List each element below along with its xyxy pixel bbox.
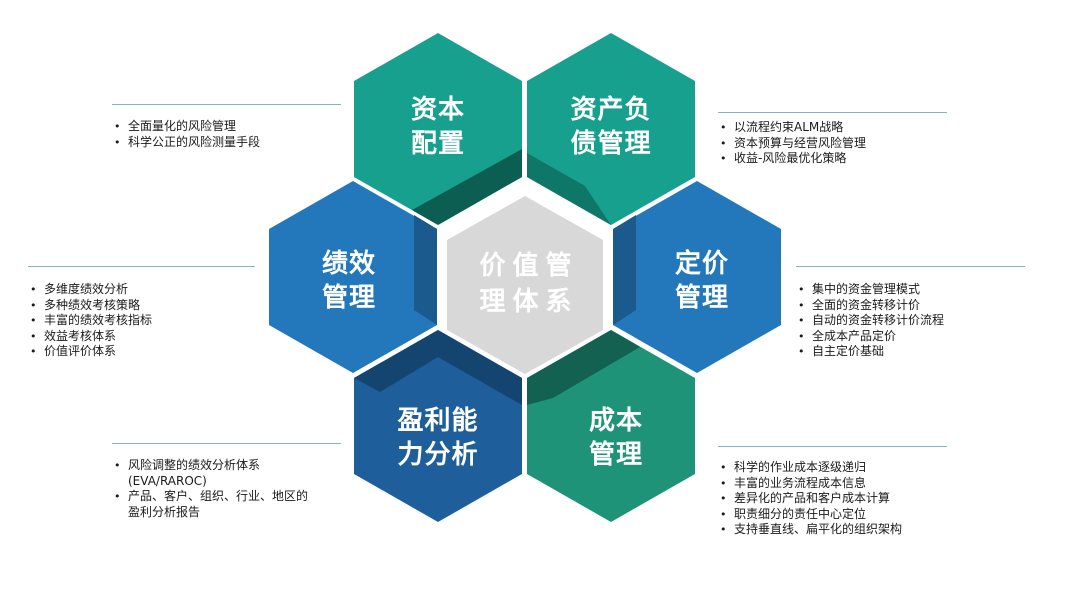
hex-alm-label: 资产负 债管理 xyxy=(551,93,671,161)
note-item: 效益考核体系 xyxy=(28,329,152,345)
center-line-1: 价值管 xyxy=(479,251,579,281)
notes-alm: 以流程约束ALM战略 资本预算与经营风险管理 收益-风险最优化策略 xyxy=(718,120,866,167)
hex-cost-line-2: 管理 xyxy=(588,440,643,470)
rule-profit xyxy=(112,443,341,444)
hex-capital-label: 资本 配置 xyxy=(384,93,492,161)
note-item: 收益-风险最优化策略 xyxy=(718,151,866,167)
note-item: 价值评价体系 xyxy=(28,344,152,360)
notes-cost: 科学的作业成本逐级递归 丰富的业务流程成本信息 差异化的产品和客户成本计算 职责… xyxy=(718,460,902,538)
note-item: 自主定价基础 xyxy=(796,344,944,360)
note-item: 以流程约束ALM战略 xyxy=(718,120,866,136)
note-item: 全面的资金转移计价 xyxy=(796,298,944,314)
hex-profit-label: 盈利能 力分析 xyxy=(378,404,498,472)
hex-pricing-line-1: 定价 xyxy=(674,249,729,279)
hex-capital-line-1: 资本 xyxy=(410,95,465,125)
hex-alm-line-2: 债管理 xyxy=(570,129,652,159)
hex-profit-line-1: 盈利能 xyxy=(397,406,479,436)
note-item: 支持垂直线、扁平化的组织架构 xyxy=(718,522,902,538)
hex-center xyxy=(447,196,603,374)
hex-pricing-line-2: 管理 xyxy=(674,283,729,313)
note-item: 丰富的绩效考核指标 xyxy=(28,313,152,329)
rule-capital xyxy=(112,104,341,105)
note-item: 科学的作业成本逐级递归 xyxy=(718,460,902,476)
hex-performance xyxy=(269,181,437,373)
hex-alm-line-1: 资产负 xyxy=(570,95,652,125)
note-item: 科学公正的风险测量手段 xyxy=(112,135,260,151)
note-item: 差异化的产品和客户成本计算 xyxy=(718,491,902,507)
note-item: 全成本产品定价 xyxy=(796,329,944,345)
rule-pricing xyxy=(796,266,1025,267)
hex-capital-line-2: 配置 xyxy=(410,129,465,159)
note-item: 自动的资金转移计价流程 xyxy=(796,313,944,329)
rule-cost xyxy=(718,446,947,447)
notes-pricing: 集中的资金管理模式 全面的资金转移计价 自动的资金转移计价流程 全成本产品定价 … xyxy=(796,282,944,360)
hex-pricing-label: 定价 管理 xyxy=(648,247,756,315)
hex-profit-line-2: 力分析 xyxy=(397,440,479,470)
hex-alm xyxy=(527,33,695,225)
hex-performance-line-2: 管理 xyxy=(321,283,376,313)
hex-pricing xyxy=(613,181,781,373)
center-line-2: 理体系 xyxy=(479,287,579,317)
notes-performance: 多维度绩效分析 多种绩效考核策略 丰富的绩效考核指标 效益考核体系 价值评价体系 xyxy=(28,282,152,360)
note-item-continued: 盈利分析报告 xyxy=(128,504,201,519)
notes-profit: 风险调整的绩效分析体系 (EVA/RAROC) 产品、客户、组织、行业、地区的 … xyxy=(112,458,308,520)
hex-capital xyxy=(354,33,522,225)
hex-cost xyxy=(527,330,695,522)
note-item: 资本预算与经营风险管理 xyxy=(718,136,866,152)
note-item: 全面量化的风险管理 xyxy=(112,119,260,135)
note-item: 丰富的业务流程成本信息 xyxy=(718,476,902,492)
note-item: 产品、客户、组织、行业、地区的 xyxy=(112,489,308,505)
note-item: 风险调整的绩效分析体系 xyxy=(112,458,308,474)
hex-cost-label: 成本 管理 xyxy=(562,404,670,472)
hex-profit xyxy=(354,330,522,522)
hex-cost-line-1: 成本 xyxy=(588,406,643,436)
note-item: 多种绩效考核策略 xyxy=(28,298,152,314)
rule-performance xyxy=(28,266,255,267)
note-item: 多维度绩效分析 xyxy=(28,282,152,298)
notes-capital: 全面量化的风险管理 科学公正的风险测量手段 xyxy=(112,119,260,150)
rule-alm xyxy=(718,112,947,113)
hex-performance-line-1: 绩效 xyxy=(321,249,376,279)
note-item-continued: (EVA/RAROC) xyxy=(128,473,207,488)
center-label: 价值管 理体系 xyxy=(465,248,593,320)
note-item: 集中的资金管理模式 xyxy=(796,282,944,298)
note-item: 职责细分的责任中心定位 xyxy=(718,507,902,523)
hex-performance-label: 绩效 管理 xyxy=(295,247,403,315)
